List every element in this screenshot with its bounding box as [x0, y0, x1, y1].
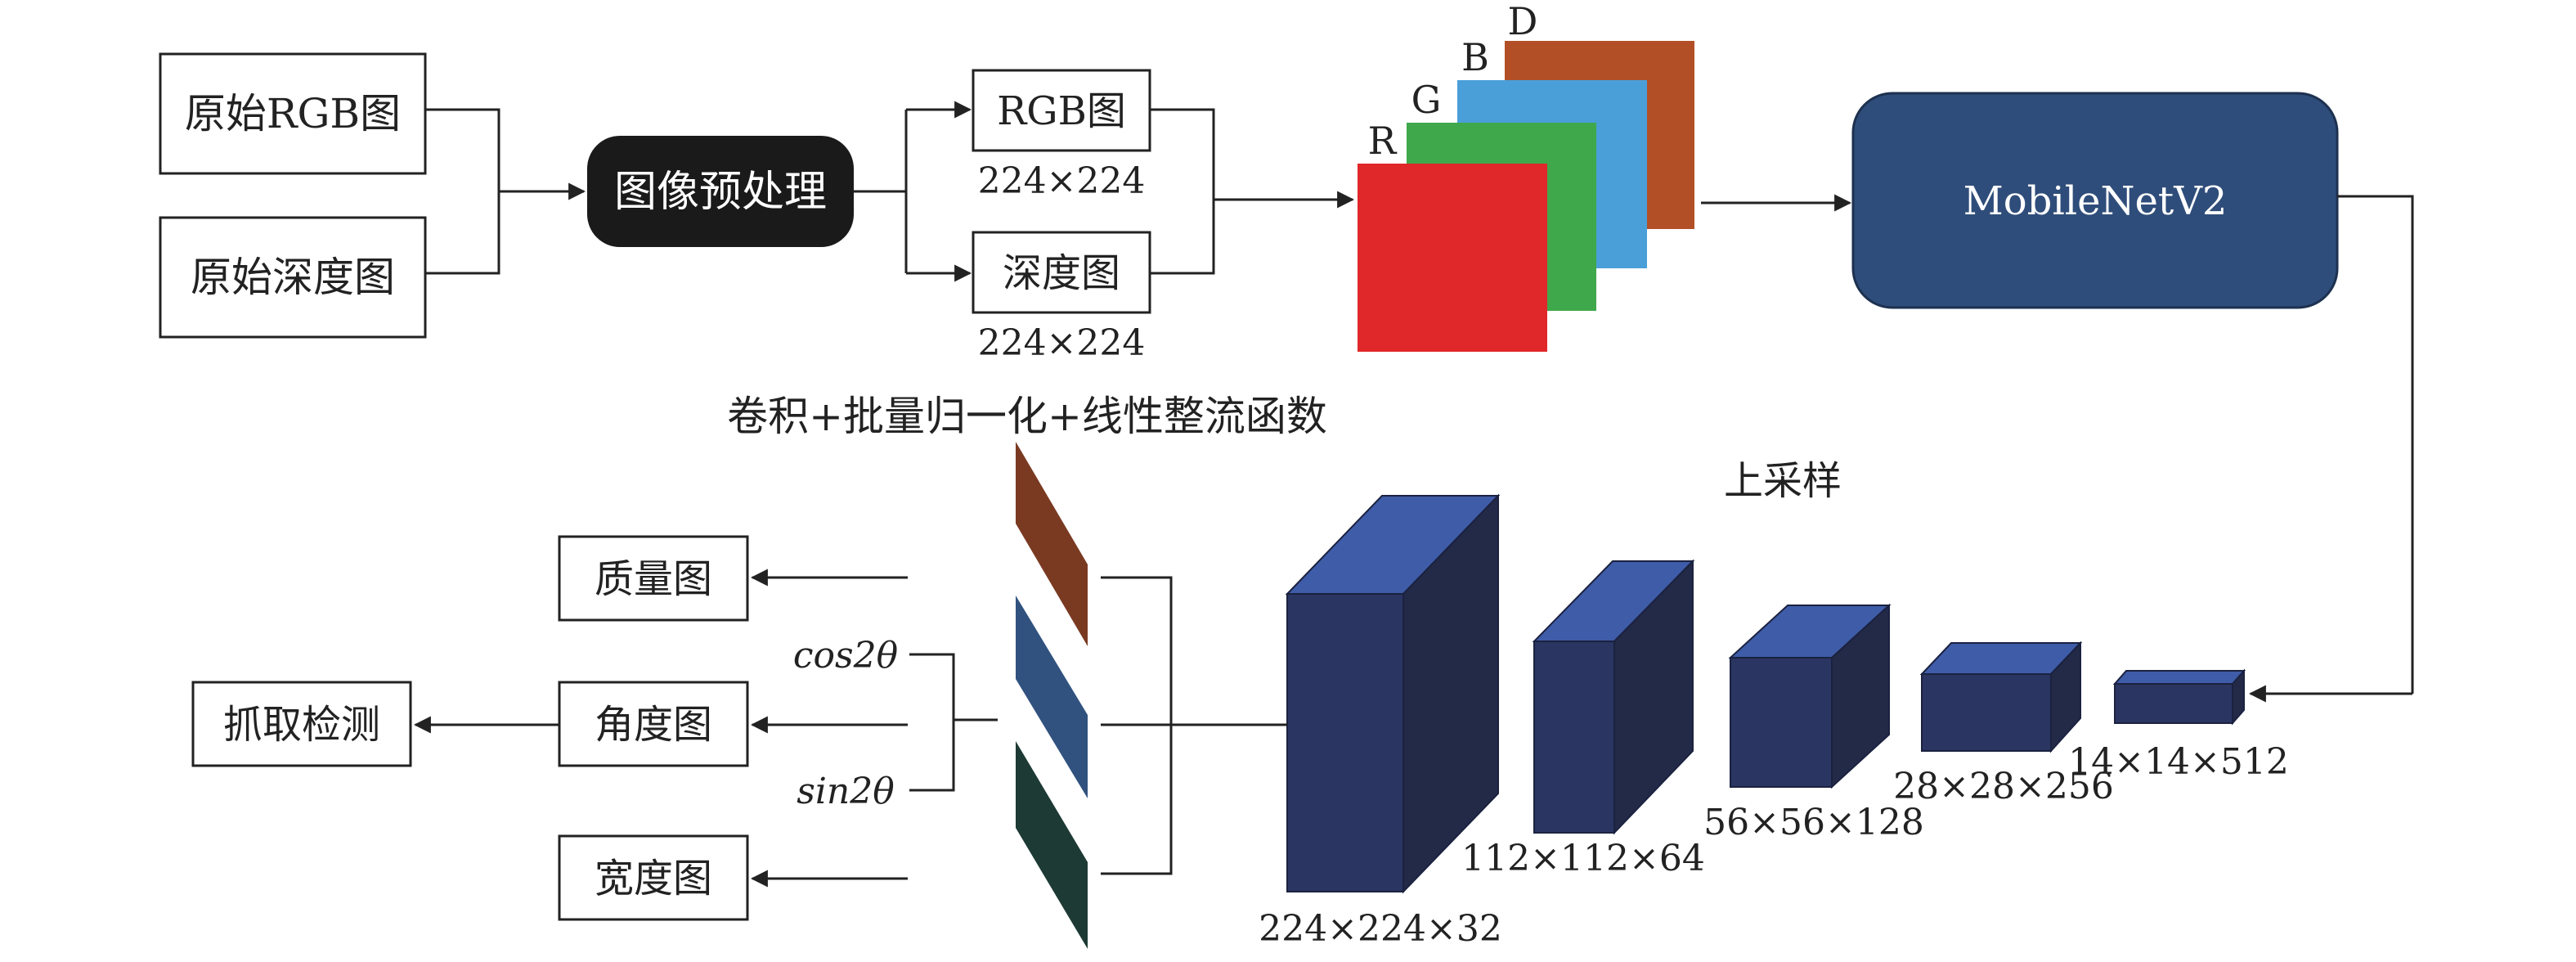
output-quality-label: 质量图 — [595, 556, 712, 602]
backbone-label: MobileNetV2 — [1963, 178, 2228, 224]
branch-rgb-label: RGB图 — [997, 88, 1126, 134]
feature-size-224: 224×224×32 — [1259, 908, 1502, 950]
connector-backbone-down — [2337, 195, 2414, 694]
feature-block-112 — [1532, 559, 1695, 835]
preprocess-box: 图像预处理 — [587, 136, 854, 247]
output-width-box: 宽度图 — [558, 834, 749, 921]
preprocess-label: 图像预处理 — [614, 168, 827, 217]
connector-inputs-merge — [425, 108, 500, 275]
branch-depth-label: 深度图 — [1003, 250, 1120, 296]
feature-size-112: 112×112×64 — [1461, 838, 1705, 879]
connector-preprocess-split — [854, 110, 908, 193]
feature-size-14: 14×14×512 — [2068, 741, 2289, 783]
head-quality-plane — [1016, 442, 1088, 646]
feature-block-56 — [1728, 603, 1892, 789]
input-rgb-box: 原始RGB图 — [159, 52, 427, 175]
cos-label: cos2θ — [793, 635, 898, 677]
output-angle-box: 角度图 — [558, 681, 749, 767]
feature-size-56: 56×56×128 — [1703, 802, 1924, 843]
channel-r-plane — [1358, 164, 1547, 352]
connector-cos-sin-bracket — [909, 653, 955, 792]
head-width-plane — [1016, 741, 1088, 949]
channel-g-label: G — [1411, 78, 1442, 122]
branch-depth-box: 深度图 — [972, 231, 1151, 314]
feature-block-28 — [1919, 641, 2083, 753]
sin-label: sin2θ — [797, 771, 894, 812]
grasp-detection-label: 抓取检测 — [223, 702, 380, 748]
branch-rgb-box: RGB图 — [972, 69, 1151, 152]
input-depth-box: 原始深度图 — [159, 216, 427, 339]
grasp-detection-box: 抓取检测 — [191, 681, 412, 767]
feature-block-14 — [2112, 668, 2246, 726]
output-width-label: 宽度图 — [595, 856, 712, 901]
upsample-label: 上采样 — [1724, 458, 1842, 504]
channel-b-label: B — [1461, 35, 1489, 79]
branch-depth-size: 224×224 — [978, 322, 1146, 364]
output-angle-label: 角度图 — [595, 702, 712, 748]
channel-d-label: D — [1508, 0, 1538, 43]
backbone-box: MobileNetV2 — [1851, 92, 2339, 309]
channel-stack: D B G R — [1358, 0, 1694, 352]
connector-branches-merge — [1150, 108, 1215, 275]
input-depth-label: 原始深度图 — [191, 254, 395, 301]
head-angle-plane — [1016, 596, 1088, 798]
channel-r-label: R — [1368, 119, 1398, 163]
input-rgb-label: 原始RGB图 — [185, 90, 401, 137]
output-quality-box: 质量图 — [558, 535, 749, 622]
branch-rgb-size: 224×224 — [978, 160, 1146, 202]
feature-block-224 — [1285, 493, 1501, 894]
feature-size-28: 28×28×256 — [1893, 766, 2114, 807]
conv-label: 卷积+批量归一化+线性整流函数 — [727, 393, 1327, 440]
